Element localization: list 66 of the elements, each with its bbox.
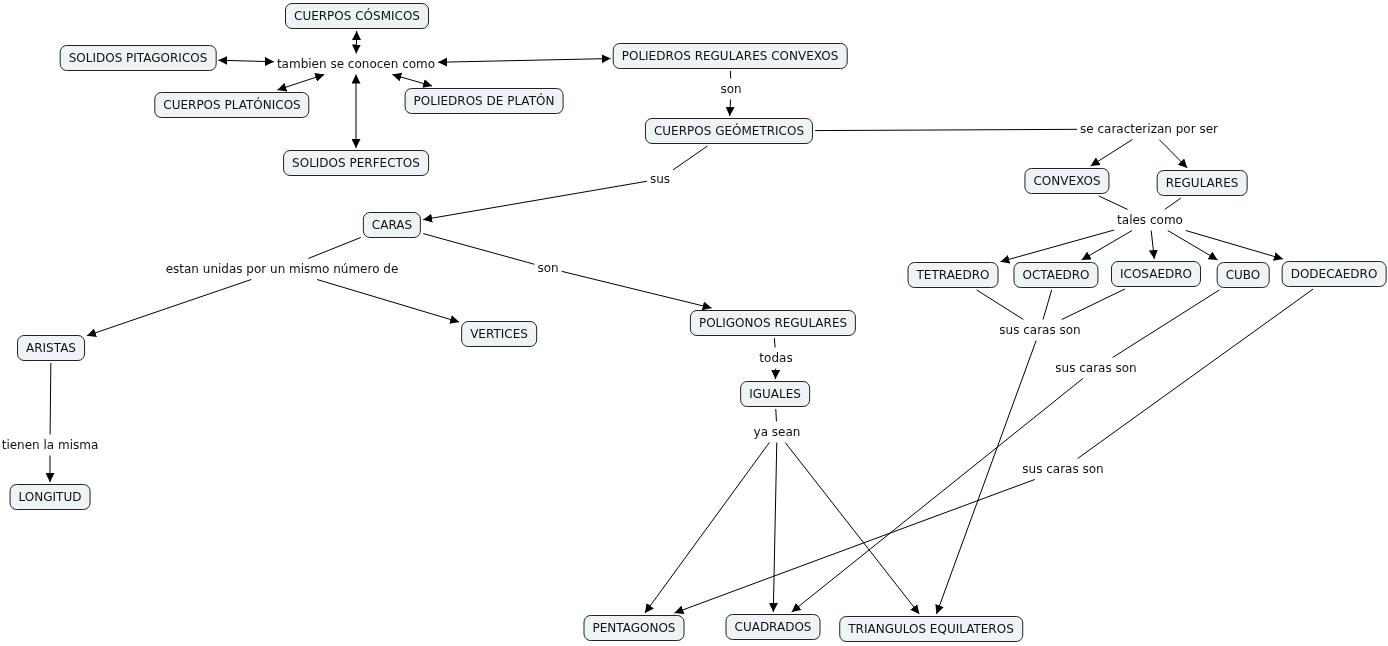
arrow [769,442,778,613]
concept-box: CUERPOS PLATÓNICOS [154,92,310,118]
concept-box: POLIEDROS DE PLATÓN [404,88,564,114]
arrow [1185,230,1284,261]
concept-box: VERTICES [461,321,537,347]
connector-line [1098,195,1129,210]
concept-box: CUADRADOS [725,614,821,640]
connector-line [422,233,535,265]
concept-box: TETRAEDRO [907,262,999,288]
arrow [1090,139,1133,167]
concept-box: CUERPOS GEÓMETRICOS [644,118,814,144]
arrow [276,73,325,92]
connector-line [775,408,777,422]
concept-box: ICOSAEDRO [1111,261,1201,287]
concept-box: IGUALES [740,381,810,407]
concept-box: CUBO [1216,262,1270,288]
connector-line [773,337,776,348]
connector-line [49,362,52,435]
arrow [45,455,55,483]
concept-box: PENTAGONOS [583,615,685,641]
concept-box: CARAS [362,212,422,238]
connector-line [729,70,732,79]
concept-box: LONGITUD [9,484,91,510]
arrow [217,55,275,66]
arrow [316,279,460,324]
concept-box: POLIGONOS REGULARES [689,310,857,336]
arrow [1148,230,1158,260]
connector-line [1164,197,1182,210]
concept-box: DODECAEDRO [1281,261,1387,287]
concept-box: CUERPOS CÓSMICOS [285,3,429,29]
connector-line [1042,289,1053,320]
arrow [791,378,1084,613]
connector-line [1077,288,1314,459]
linking-phrase: se caracterizan por ser [1080,121,1218,137]
arrow [391,72,433,88]
arrow [644,442,770,614]
arrow [351,30,361,54]
connector-line [976,289,1024,320]
concept-box: OCTAEDRO [1013,262,1099,288]
arrow [673,479,1036,615]
arrow [935,340,1037,615]
arrow [771,368,781,380]
connector-line [1061,288,1126,320]
arrow [999,229,1115,264]
arrow [351,74,361,149]
arrow [1167,230,1219,261]
concept-box: POLIEDROS REGULARES CONVEXOS [612,43,848,69]
linking-phrase: estan unidas por un mismo número de [165,261,399,277]
connector-line [814,128,1078,132]
arrow [437,54,612,67]
concept-box: ARISTAS [17,335,85,361]
concept-box: SOLIDOS PERFECTOS [283,150,429,176]
arrow [1158,139,1188,169]
arrow [784,442,920,615]
concept-box: SOLIDOS PITAGORICOS [59,45,217,71]
concept-box: TRIANGULOS EQUILATEROS [839,616,1023,642]
concept-box: CONVEXOS [1024,168,1110,194]
arrow [1081,230,1133,261]
connector-line [672,145,708,171]
arrow [725,99,735,117]
arrow [86,279,252,338]
concept-box: REGULARES [1156,170,1248,196]
arrow [561,270,713,311]
arrow [422,180,648,223]
connector-line [1112,289,1220,358]
connector-line [307,236,362,259]
